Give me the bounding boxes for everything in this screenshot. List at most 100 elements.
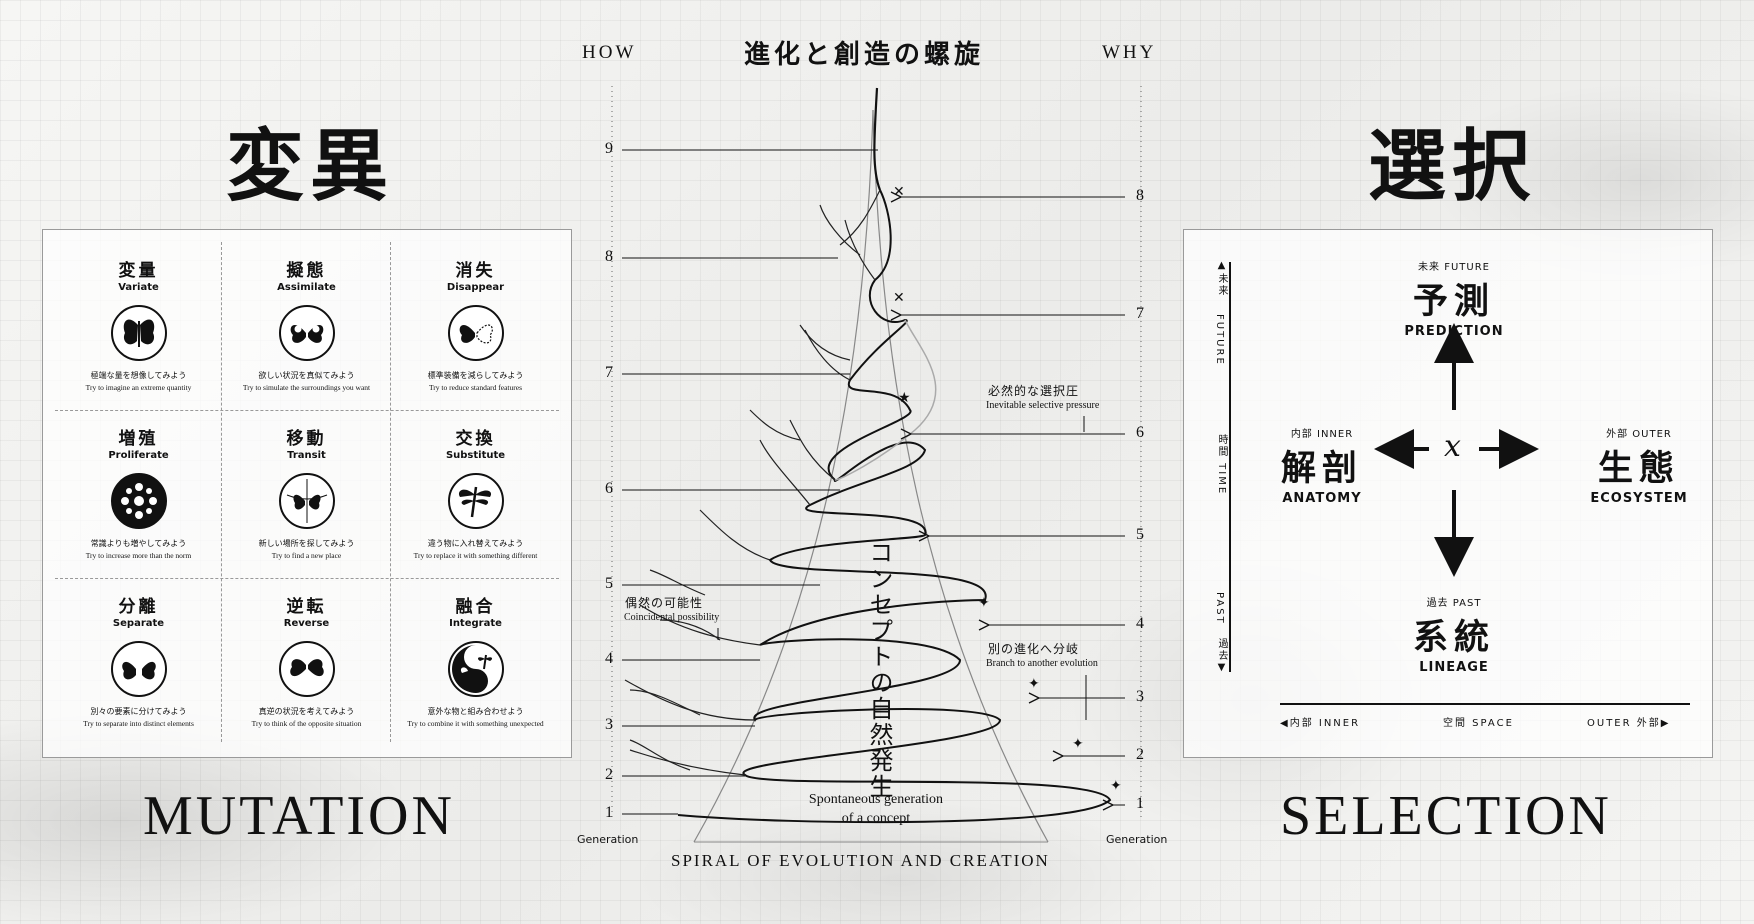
card-title-en: Variate [118,282,159,293]
inner-kanji: 解剖 [1280,448,1363,489]
space-axis-left: ◀内部 INNER [1280,718,1361,729]
time-axis-future: FUTURE [1214,314,1225,366]
card-desc-jp: 違う物に入れ替えてみよう [427,539,524,548]
ann-branch-en: Branch to another evolution [986,658,1098,669]
concept-en-line1: Spontaneous generation [808,792,944,807]
mutation-heading-jp: 変異 [226,121,395,212]
star-marker: ✦ [1028,676,1040,692]
card-title-jp: 逆転 [286,597,327,617]
card-title-jp: 分離 [118,597,159,617]
mutation-card-substitute[interactable]: 交換 Substitute 違う物に入れ替えてみよう Try to replac… [392,398,559,566]
mutation-card-assimilate[interactable]: 擬態 Assimilate 欲しい状況を真似てみよう Try to simula… [223,230,390,398]
card-desc-en: Try to reduce standard features [428,383,523,392]
card-title-jp: 擬態 [286,261,327,281]
star-marker: ★ [898,390,911,406]
mutation-card-proliferate[interactable]: 増殖 Proliferate 常識よりも増やしてみよう Try to incre… [55,398,222,566]
mutation-card-transit[interactable]: 移動 Transit 新しい場所を探してみよう Try to find a ne… [223,398,390,566]
generation-right: Generation [1106,833,1168,846]
card-desc-en: Try to combine it with something unexpec… [407,719,544,728]
card-desc-en: Try to separate into distinct elements [83,719,194,728]
mutation-panel: 変量 Variate 極端な量を想像してみよう Try to imagine a… [42,229,572,758]
past-small: 過去 PAST [1426,598,1482,609]
star-markers: ✕ ✕ ★ ✦ ✦ ✦ ✦ [893,184,1122,794]
left-number-8: 8 [605,248,613,265]
card-desc-jp: 常識よりも増やしてみよう [90,539,187,548]
card-desc-jp: 欲しい状況を真似てみよう [258,371,355,380]
time-axis-label: 時間 TIME [1216,434,1227,496]
dragonfly-icon [447,473,504,529]
inner-small: 内部 INNER [1290,429,1354,440]
left-number-6: 6 [605,480,613,497]
left-number-3: 3 [605,716,613,733]
right-number-4: 4 [1136,615,1144,632]
generation-left: Generation [577,833,639,846]
star-marker: ✕ [893,184,905,200]
ann-coincidental-en: Coincidental possibility [624,612,720,623]
card-title-jp: 消失 [455,261,496,281]
star-marker: ✦ [1072,736,1084,752]
mutation-card-reverse[interactable]: 逆転 Reverse 真逆の状況を考えてみよう Try to think of … [223,566,390,734]
left-number-1: 1 [605,804,613,821]
butterfly-reversed-icon [278,641,335,697]
left-leaders [622,149,878,815]
card-desc-jp: 意外な物と組み合わせよう [427,707,524,716]
divider [55,410,559,411]
divider [221,242,222,742]
how-label: HOW [582,42,637,63]
past-en: LINEAGE [1419,660,1489,675]
card-title-en: Proliferate [108,450,169,461]
card-title-jp: 変量 [118,261,159,281]
time-axis-top: ▲未来 [1216,260,1227,297]
card-title-jp: 交換 [455,429,496,449]
right-number-6: 6 [1136,424,1144,441]
card-desc-en: Try to simulate the surroundings you wan… [242,383,371,392]
left-number-5: 5 [605,575,613,592]
divider [390,242,391,742]
card-desc-en: Try to replace it with something differe… [413,551,538,560]
mutation-card-integrate[interactable]: 融合 Integrate 意外な物と組み合わせよう Try to combine… [392,566,559,734]
center-x-symbol: x [1444,429,1461,464]
right-number-8: 8 [1136,187,1144,204]
card-desc-jp: 別々の要素に分けてみよう [90,707,187,716]
left-number-7: 7 [605,364,613,381]
cone-outline-right [872,109,1049,843]
time-axis-line [1229,262,1231,672]
right-number-3: 3 [1136,688,1144,705]
mutation-heading-en: MUTATION [143,785,455,847]
butterfly-eyespots-icon [278,305,335,361]
left-number-2: 2 [605,766,613,783]
butterfly-stretched-icon [110,305,167,361]
inner-anatomy[interactable]: 内部 INNER 解剖 ANATOMY [1262,425,1382,506]
space-axis-line [1280,703,1690,705]
right-number-5: 5 [1136,526,1144,543]
card-desc-en: Try to imagine an extreme quantity [85,383,192,392]
star-marker: ✦ [1110,778,1122,794]
future-kanji: 予測 [1412,281,1495,322]
star-marker: ✕ [893,290,905,306]
selection-heading-jp: 選択 [1368,121,1537,212]
past-lineage[interactable]: 過去 PAST 系統 LINEAGE [1394,594,1514,675]
ann-pressure-en: Inevitable selective pressure [986,400,1100,411]
butterfly-globe-icon [278,473,335,529]
trunk [873,87,882,191]
future-small: 未来 FUTURE [1418,262,1490,273]
card-title-en: Reverse [283,618,330,629]
why-label: WHY [1102,42,1157,63]
time-axis-bottom: 過去▼ [1216,638,1227,675]
yin-yang-insects-icon [447,641,504,697]
card-desc-en: Try to increase more than the norm [85,551,192,560]
cone-outline-left [693,109,874,843]
card-title-jp: 増殖 [118,429,159,449]
card-title-en: Separate [112,618,165,629]
card-title-jp: 移動 [286,429,327,449]
mutation-card-variate[interactable]: 変量 Variate 極端な量を想像してみよう Try to imagine a… [55,230,222,398]
outer-en: ECOSYSTEM [1590,491,1688,506]
outer-small: 外部 OUTER [1606,429,1672,440]
outer-ecosystem[interactable]: 外部 OUTER 生態 ECOSYSTEM [1574,425,1704,506]
future-prediction[interactable]: 未来 FUTURE 予測 PREDICTION [1394,258,1514,339]
mutation-card-separate[interactable]: 分離 Separate 別々の要素に分けてみよう Try to separate… [55,566,222,734]
mutation-card-disappear[interactable]: 消失 Disappear 標準装備を減らしてみよう Try to reduce … [392,230,559,398]
card-desc-en: Try to think of the opposite situation [251,719,362,728]
card-title-en: Transit [287,450,326,461]
butterfly-half-outline-icon [447,305,504,361]
